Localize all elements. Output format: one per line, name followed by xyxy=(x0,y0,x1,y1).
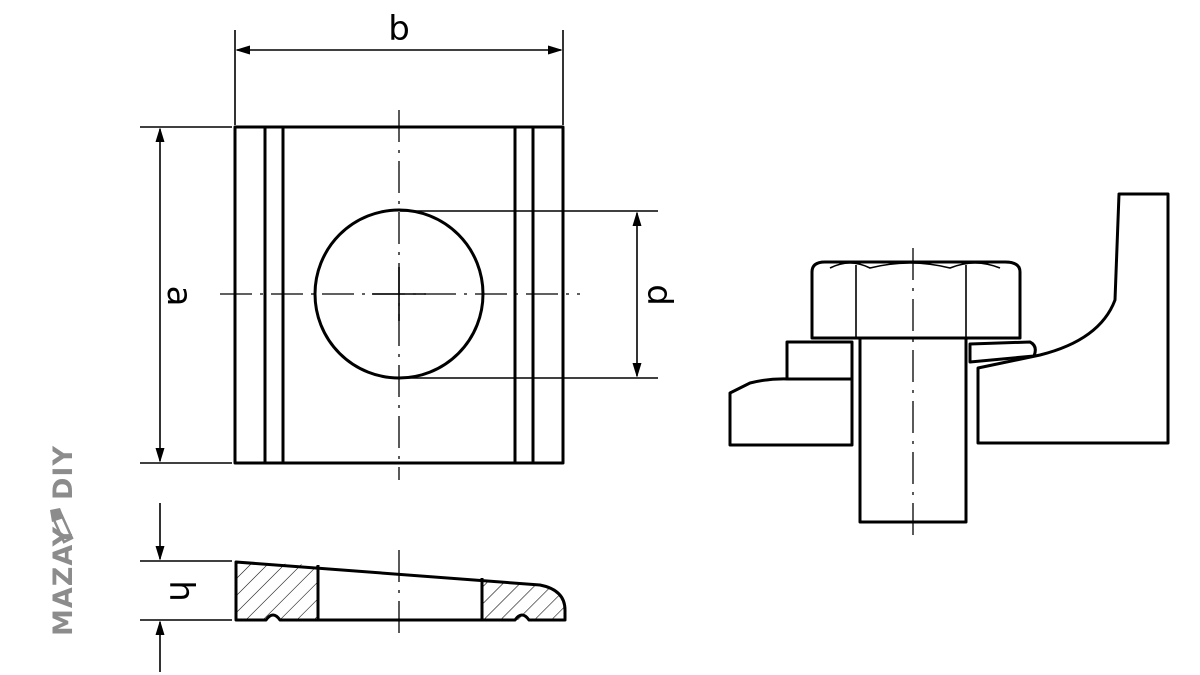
label-h: h xyxy=(161,580,201,602)
left-plate-section xyxy=(728,377,854,447)
hammer-icon xyxy=(50,508,74,544)
washer-side-section: h xyxy=(140,503,567,672)
section-hatch-right xyxy=(482,580,565,620)
watermark-text-left: MAZAY xyxy=(48,526,79,636)
label-b: b xyxy=(388,9,410,49)
label-a: a xyxy=(159,286,199,307)
taper-washer-right xyxy=(968,340,1037,364)
taper-washer-left xyxy=(785,340,854,381)
section-hatch-left xyxy=(236,562,318,620)
dimension-b: b xyxy=(234,9,564,125)
angle-profile-section xyxy=(976,192,1170,445)
dimension-h: h xyxy=(140,503,232,672)
washer-top-view: b a d xyxy=(140,9,679,480)
dimension-d: d xyxy=(400,210,679,379)
hex-nut xyxy=(810,260,1022,340)
section-outline xyxy=(234,560,567,622)
dimension-a: a xyxy=(140,126,232,464)
watermark: MAZAY DIY xyxy=(48,445,79,636)
watermark-text-right: DIY xyxy=(48,445,79,500)
assembly-section xyxy=(728,192,1170,535)
label-d: d xyxy=(639,284,679,306)
